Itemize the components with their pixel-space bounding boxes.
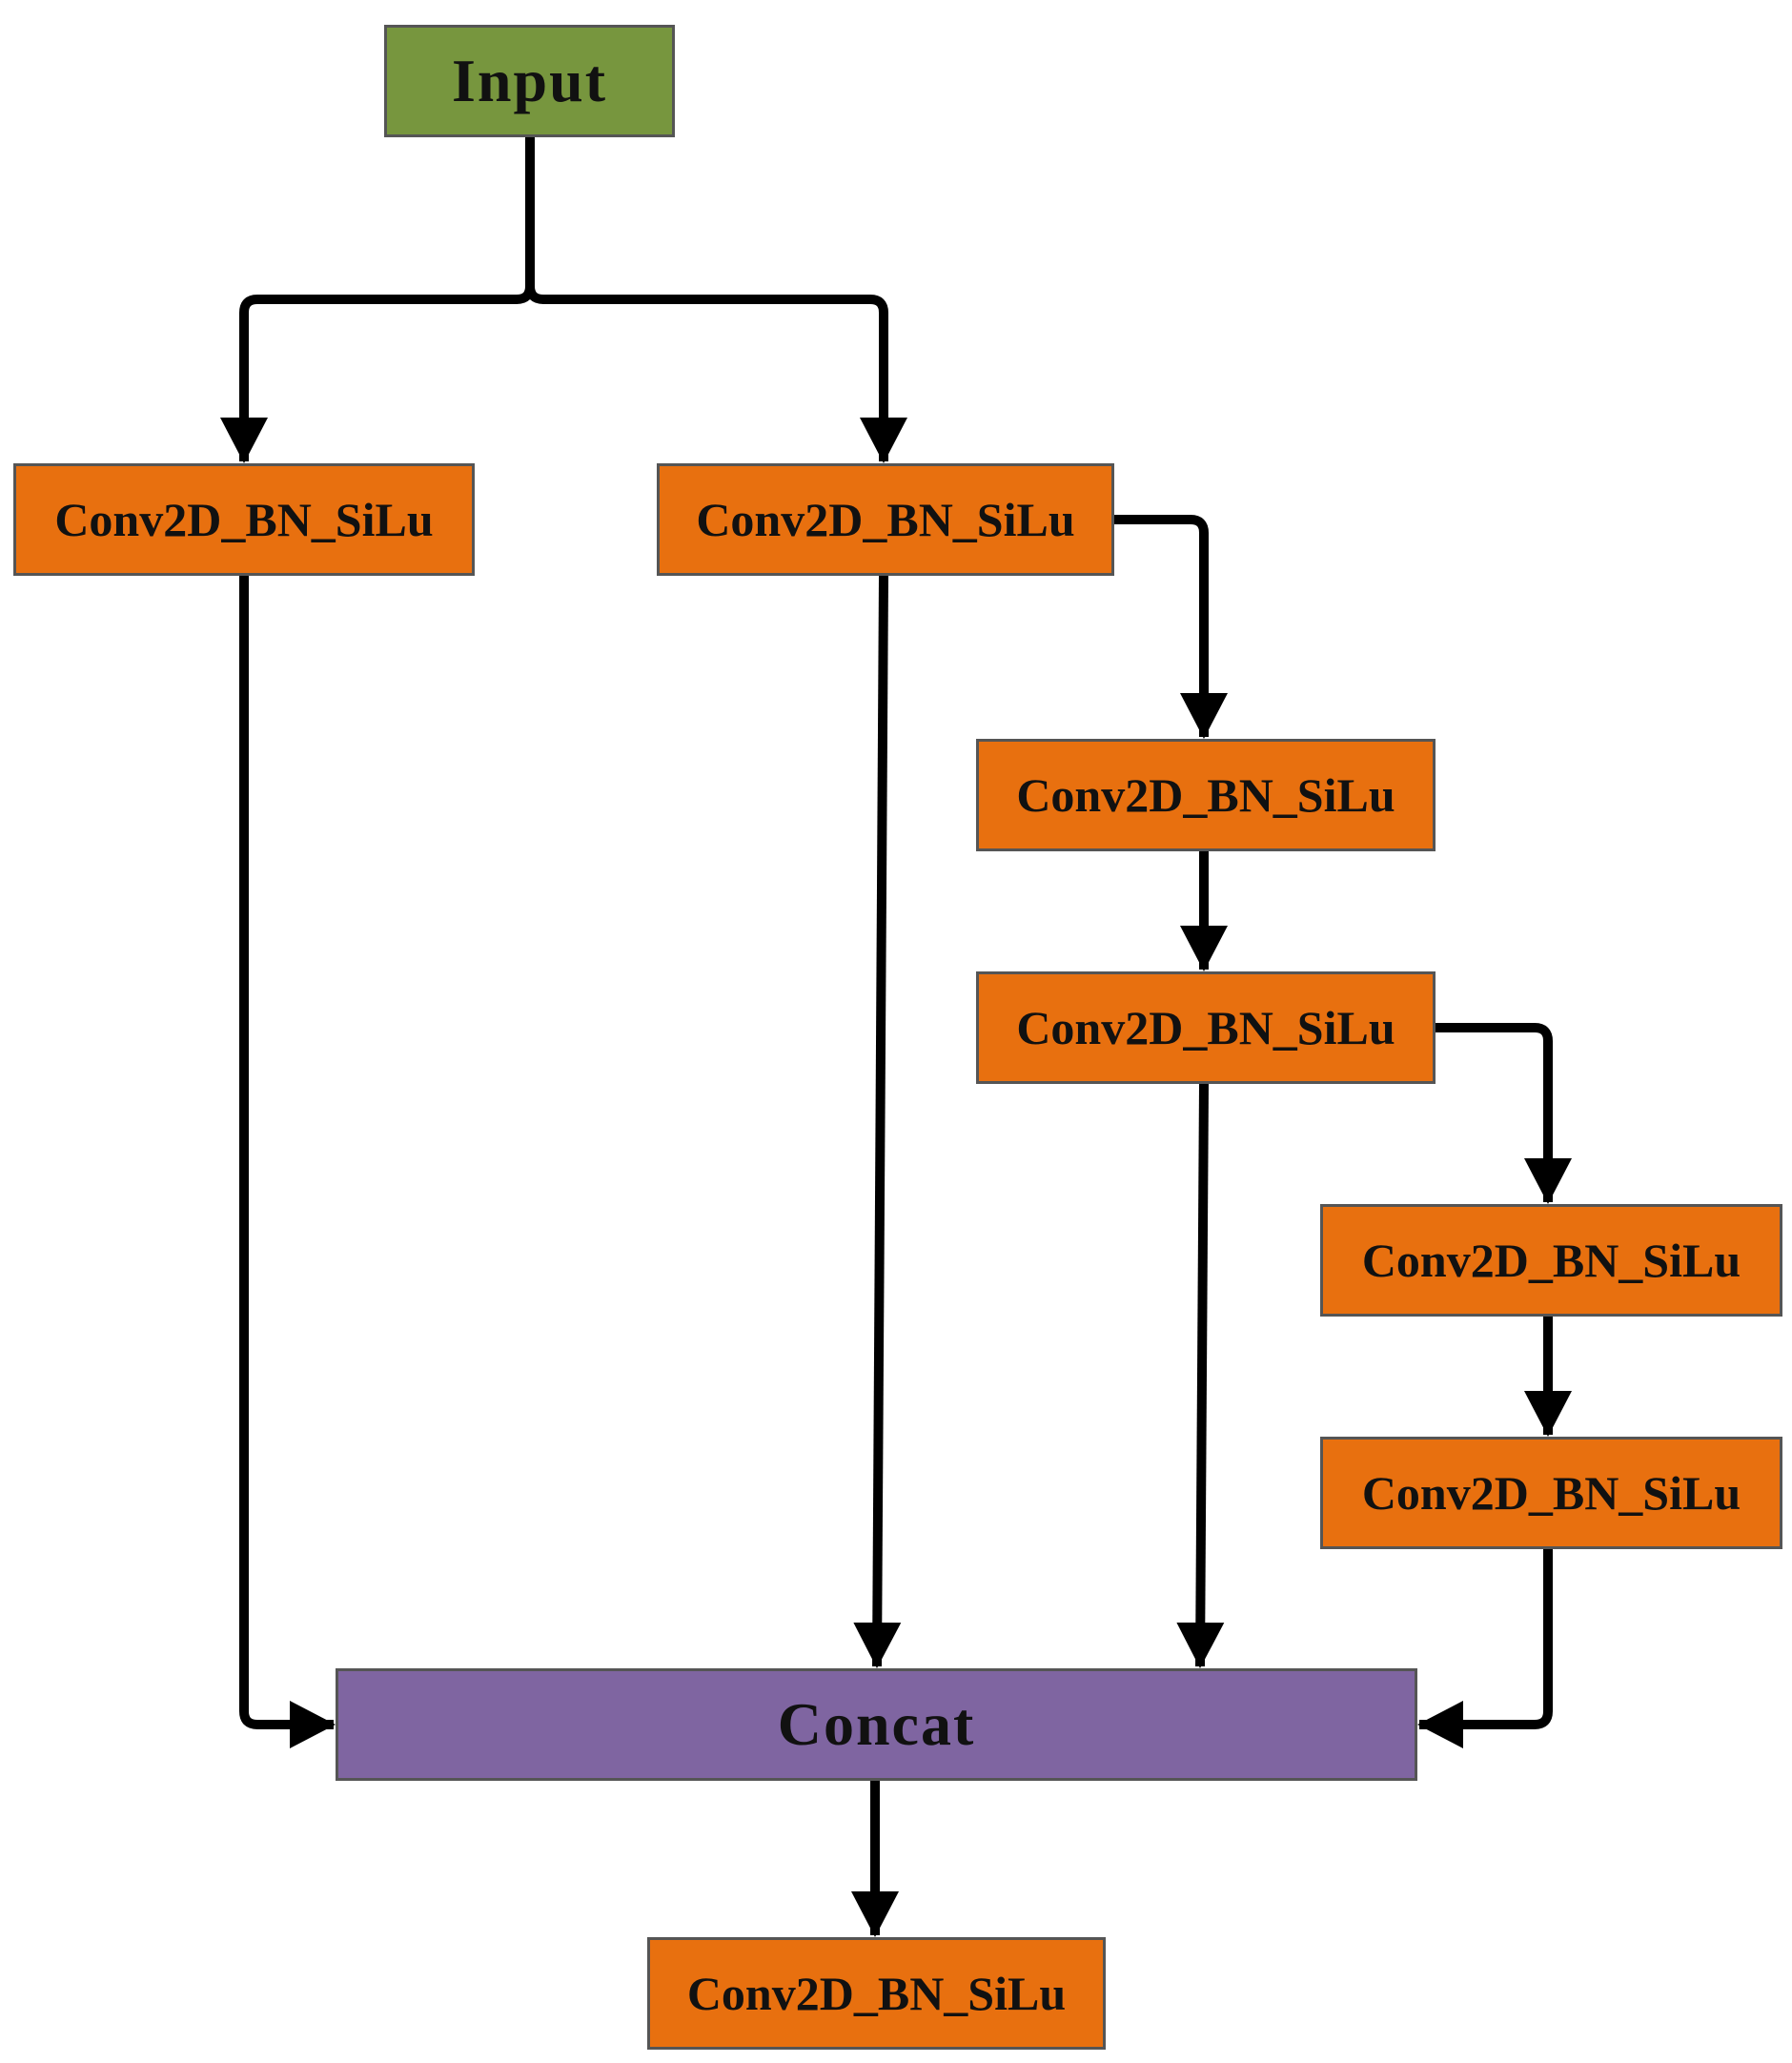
concat-node: Concat xyxy=(336,1668,1417,1781)
conv-node-branch-3a: Conv2D_BN_SiLu xyxy=(976,739,1436,851)
conv-node-branch-2: Conv2D_BN_SiLu xyxy=(657,463,1114,576)
conv-node-output: Conv2D_BN_SiLu xyxy=(647,1937,1106,2050)
arrow-conv-a-to-concat xyxy=(239,576,336,1748)
conv-node-label: Conv2D_BN_SiLu xyxy=(686,1967,1067,2020)
arrow-conv-b-to-conv-c xyxy=(1114,515,1228,739)
input-node: Input xyxy=(384,25,675,137)
conv-node-branch-1: Conv2D_BN_SiLu xyxy=(13,463,475,576)
conv-node-label: Conv2D_BN_SiLu xyxy=(1016,1001,1395,1054)
arrow-conv-d-to-conv-e xyxy=(1436,1023,1572,1204)
conv-node-label: Conv2D_BN_SiLu xyxy=(1361,1234,1741,1287)
input-node-label: Input xyxy=(452,47,607,114)
arrow-conv-f-to-concat xyxy=(1417,1549,1553,1748)
arrow-conv-b-to-concat xyxy=(853,575,902,1668)
conv-node-branch-4b: Conv2D_BN_SiLu xyxy=(1320,1437,1782,1549)
conv-node-label: Conv2D_BN_SiLu xyxy=(54,493,434,546)
conv-node-branch-3b: Conv2D_BN_SiLu xyxy=(976,971,1436,1084)
conv-node-label: Conv2D_BN_SiLu xyxy=(696,493,1075,546)
conv-node-label: Conv2D_BN_SiLu xyxy=(1016,768,1395,822)
arrow-input-to-conv-b xyxy=(525,137,907,463)
arrow-conv-d-to-concat xyxy=(1176,1083,1225,1668)
arrow-input-to-conv-a xyxy=(220,137,535,463)
conv-node-label: Conv2D_BN_SiLu xyxy=(1361,1466,1741,1520)
concat-node-label: Concat xyxy=(777,1690,976,1758)
conv-node-branch-4a: Conv2D_BN_SiLu xyxy=(1320,1204,1782,1317)
